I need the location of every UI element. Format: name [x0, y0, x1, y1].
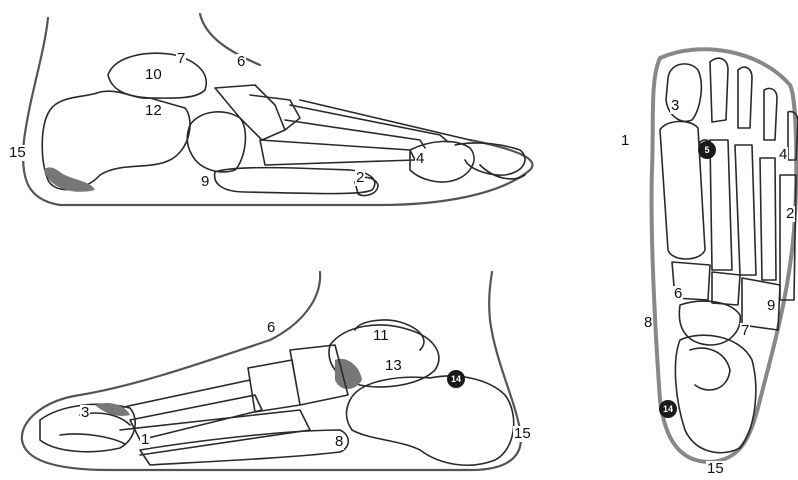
- label-plantar-2: 2: [785, 206, 795, 222]
- label-medial-15: 15: [8, 145, 27, 161]
- plantar-first-metatarsal: [660, 121, 705, 259]
- label-medial-10: 10: [144, 67, 163, 83]
- lateral-skin-outline: [22, 272, 521, 470]
- marker-lateral-14: 14: [447, 370, 465, 388]
- label-medial-6: 6: [236, 54, 246, 70]
- plantar-other-metatarsals: [710, 140, 796, 300]
- label-plantar-6: 6: [673, 286, 683, 302]
- label-medial-7: 7: [176, 51, 186, 67]
- label-plantar-7: 7: [740, 323, 750, 339]
- label-lateral-13: 13: [384, 358, 403, 374]
- lateral-toe-shade: [95, 403, 130, 416]
- label-plantar-8: 8: [643, 315, 653, 331]
- label-lateral-3: 3: [80, 405, 90, 421]
- label-lateral-11: 11: [372, 328, 390, 344]
- label-plantar-9: 9: [766, 298, 776, 314]
- medial-navicular: [187, 112, 245, 172]
- label-lateral-6: 6: [266, 320, 276, 336]
- label-medial-2: 2: [355, 170, 365, 186]
- lateral-view-foot: [22, 272, 521, 470]
- label-medial-12: 12: [144, 103, 163, 119]
- medial-first-metatarsal: [215, 168, 375, 194]
- lateral-calcaneus: [346, 376, 513, 465]
- label-lateral-15: 15: [513, 426, 532, 442]
- label-lateral-8: 8: [334, 434, 344, 450]
- lateral-cuboid-navicular: [248, 345, 348, 412]
- label-plantar-15: 15: [706, 461, 725, 477]
- label-medial-9: 9: [200, 174, 210, 190]
- medial-view-foot: [23, 14, 532, 205]
- marker-plantar-14: 14: [659, 400, 677, 418]
- plantar-lesser-toes: [710, 58, 798, 160]
- label-medial-4: 4: [415, 151, 425, 167]
- plantar-navicular: [679, 301, 740, 345]
- medial-phalanges: [410, 141, 525, 182]
- label-lateral-1: 1: [140, 432, 150, 448]
- label-plantar-4: 4: [778, 147, 788, 163]
- plantar-talus-calcaneus: [675, 335, 755, 453]
- marker-plantar-5: 5: [698, 141, 716, 159]
- plantar-cuneiforms-cuboid: [672, 262, 780, 330]
- lateral-fifth-metatarsal: [140, 430, 348, 465]
- label-plantar-1: 1: [620, 133, 630, 149]
- medial-calcaneus-shade: [44, 167, 95, 191]
- medial-metatarsals: [260, 100, 470, 165]
- label-plantar-3: 3: [670, 98, 680, 114]
